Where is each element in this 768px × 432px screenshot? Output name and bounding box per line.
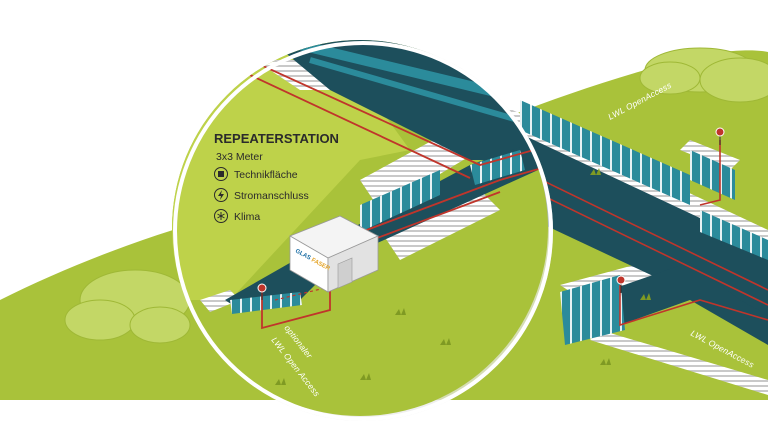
- feature-klima-label: Klima: [234, 211, 260, 223]
- shrub-left: [64, 269, 191, 344]
- marker-top-right: [715, 127, 725, 145]
- marker-station: [257, 283, 267, 300]
- shrub-right: [639, 47, 768, 103]
- feature-klima: Klima: [214, 209, 260, 223]
- feature-power-label: Stromanschluss: [234, 190, 309, 202]
- trench-network-right: [470, 90, 768, 395]
- marker-bottom-right: [616, 275, 626, 293]
- feature-power: Stromanschluss: [214, 188, 309, 202]
- technik-icon: [214, 167, 228, 181]
- feature-technik: Technikfläche: [214, 167, 298, 181]
- station-info: REPEATERSTATION 3x3 Meter Technikfläche …: [214, 131, 339, 223]
- feature-technik-label: Technikfläche: [234, 169, 298, 181]
- power-icon: [214, 188, 228, 202]
- station-size: 3x3 Meter: [216, 151, 263, 163]
- station-title: REPEATERSTATION: [214, 131, 339, 146]
- snowflake-icon: [214, 209, 228, 223]
- repeater-station-box: GLAS FASER: [289, 215, 379, 293]
